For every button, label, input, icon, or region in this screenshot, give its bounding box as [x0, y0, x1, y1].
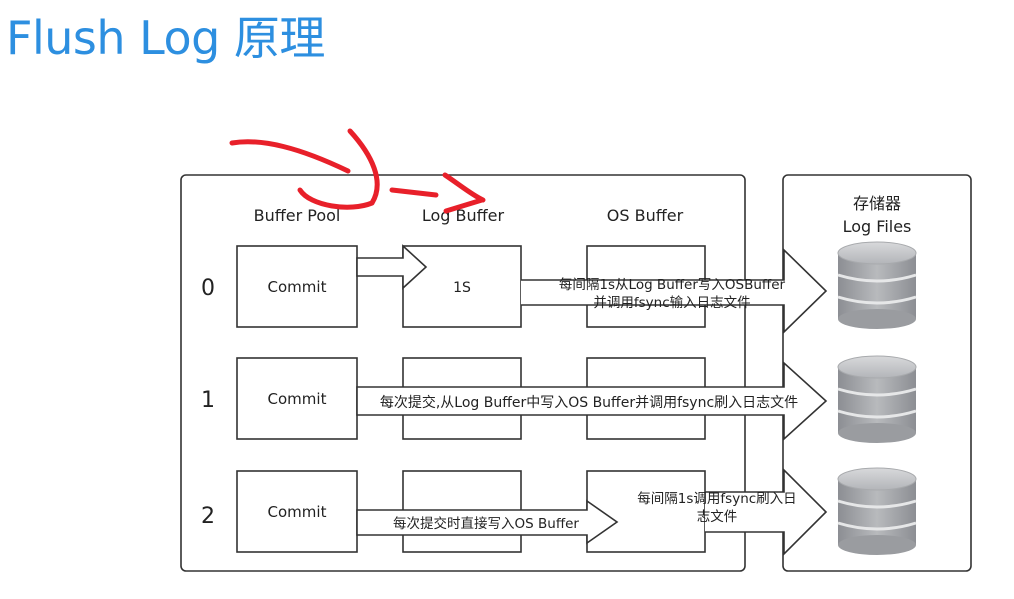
row0-commit-to-log-arrow — [356, 244, 428, 290]
column-header-log-buffer: Log Buffer — [422, 206, 505, 225]
row0-commit-box — [236, 245, 358, 328]
row1-commit-box — [236, 357, 358, 440]
row0-arrow-text-line2: 并调用fsync输入日志文件 — [593, 295, 750, 311]
row0-log-to-disk-arrow — [521, 248, 828, 334]
database-icon — [837, 355, 917, 443]
row0-arrow-text-line1: 每间隔1s从Log Buffer写入OSBuffer — [559, 277, 786, 293]
column-header-os-buffer: OS Buffer — [607, 206, 684, 225]
page-title: Flush Log 原理 — [6, 11, 325, 65]
row2-commit-label: Commit — [268, 503, 327, 521]
storage-title: 存储器 — [853, 194, 901, 213]
row0-log-buffer-label: 1S — [453, 280, 471, 296]
row2-commit-to-os-arrow — [356, 499, 619, 545]
row-index-1: 1 — [201, 388, 215, 413]
row1-commit-to-disk-arrow — [356, 361, 828, 441]
storage-subtitle: Log Files — [843, 217, 912, 236]
row1-commit-label: Commit — [268, 390, 327, 408]
row-index-2: 2 — [201, 504, 215, 529]
red-annotation-arrow — [229, 128, 486, 214]
database-icon — [837, 467, 917, 555]
database-icon — [837, 241, 917, 329]
row2-arrow-text: 每次提交时直接写入OS Buffer — [393, 515, 579, 532]
column-header-buffer-pool: Buffer Pool — [254, 206, 341, 225]
row1-arrow-text: 每次提交,从Log Buffer中写入OS Buffer并调用fsync刷入日志… — [380, 394, 798, 411]
row2-os-buffer-box — [586, 470, 706, 553]
row2-os-text-line2: 志文件 — [697, 509, 738, 525]
row-index-0: 0 — [201, 276, 215, 301]
row0-commit-label: Commit — [268, 278, 327, 296]
row2-commit-box — [236, 470, 358, 553]
row2-os-to-disk-arrow — [705, 468, 828, 556]
row2-os-text-line1: 每间隔1s调用fsync刷入日 — [637, 491, 796, 507]
